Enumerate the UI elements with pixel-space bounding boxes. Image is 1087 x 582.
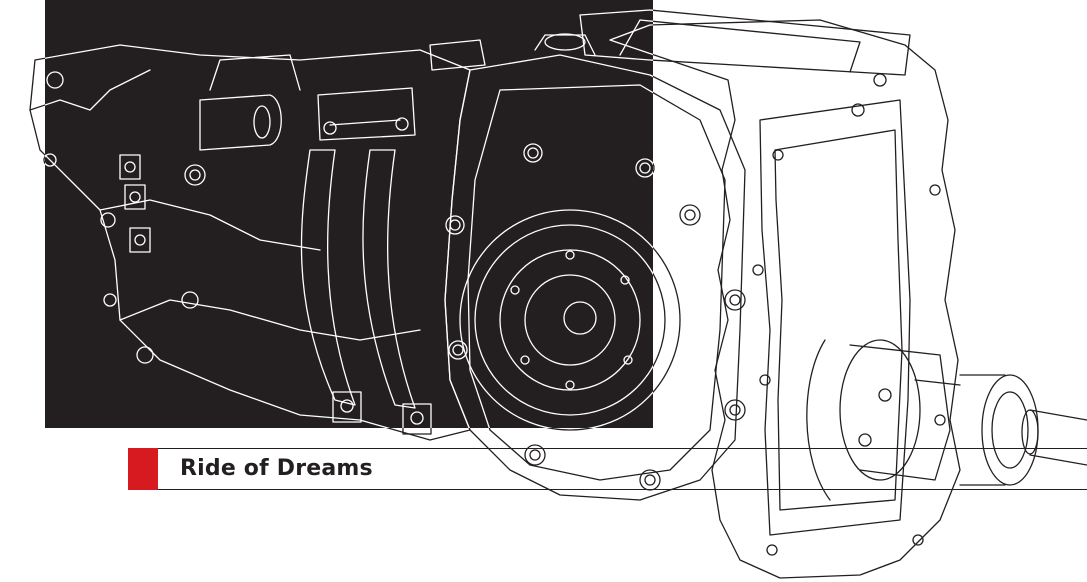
caption-title: Ride of Dreams [180, 456, 373, 481]
caption-bar: Ride of Dreams [128, 448, 1087, 490]
caption-accent-block [128, 448, 158, 490]
